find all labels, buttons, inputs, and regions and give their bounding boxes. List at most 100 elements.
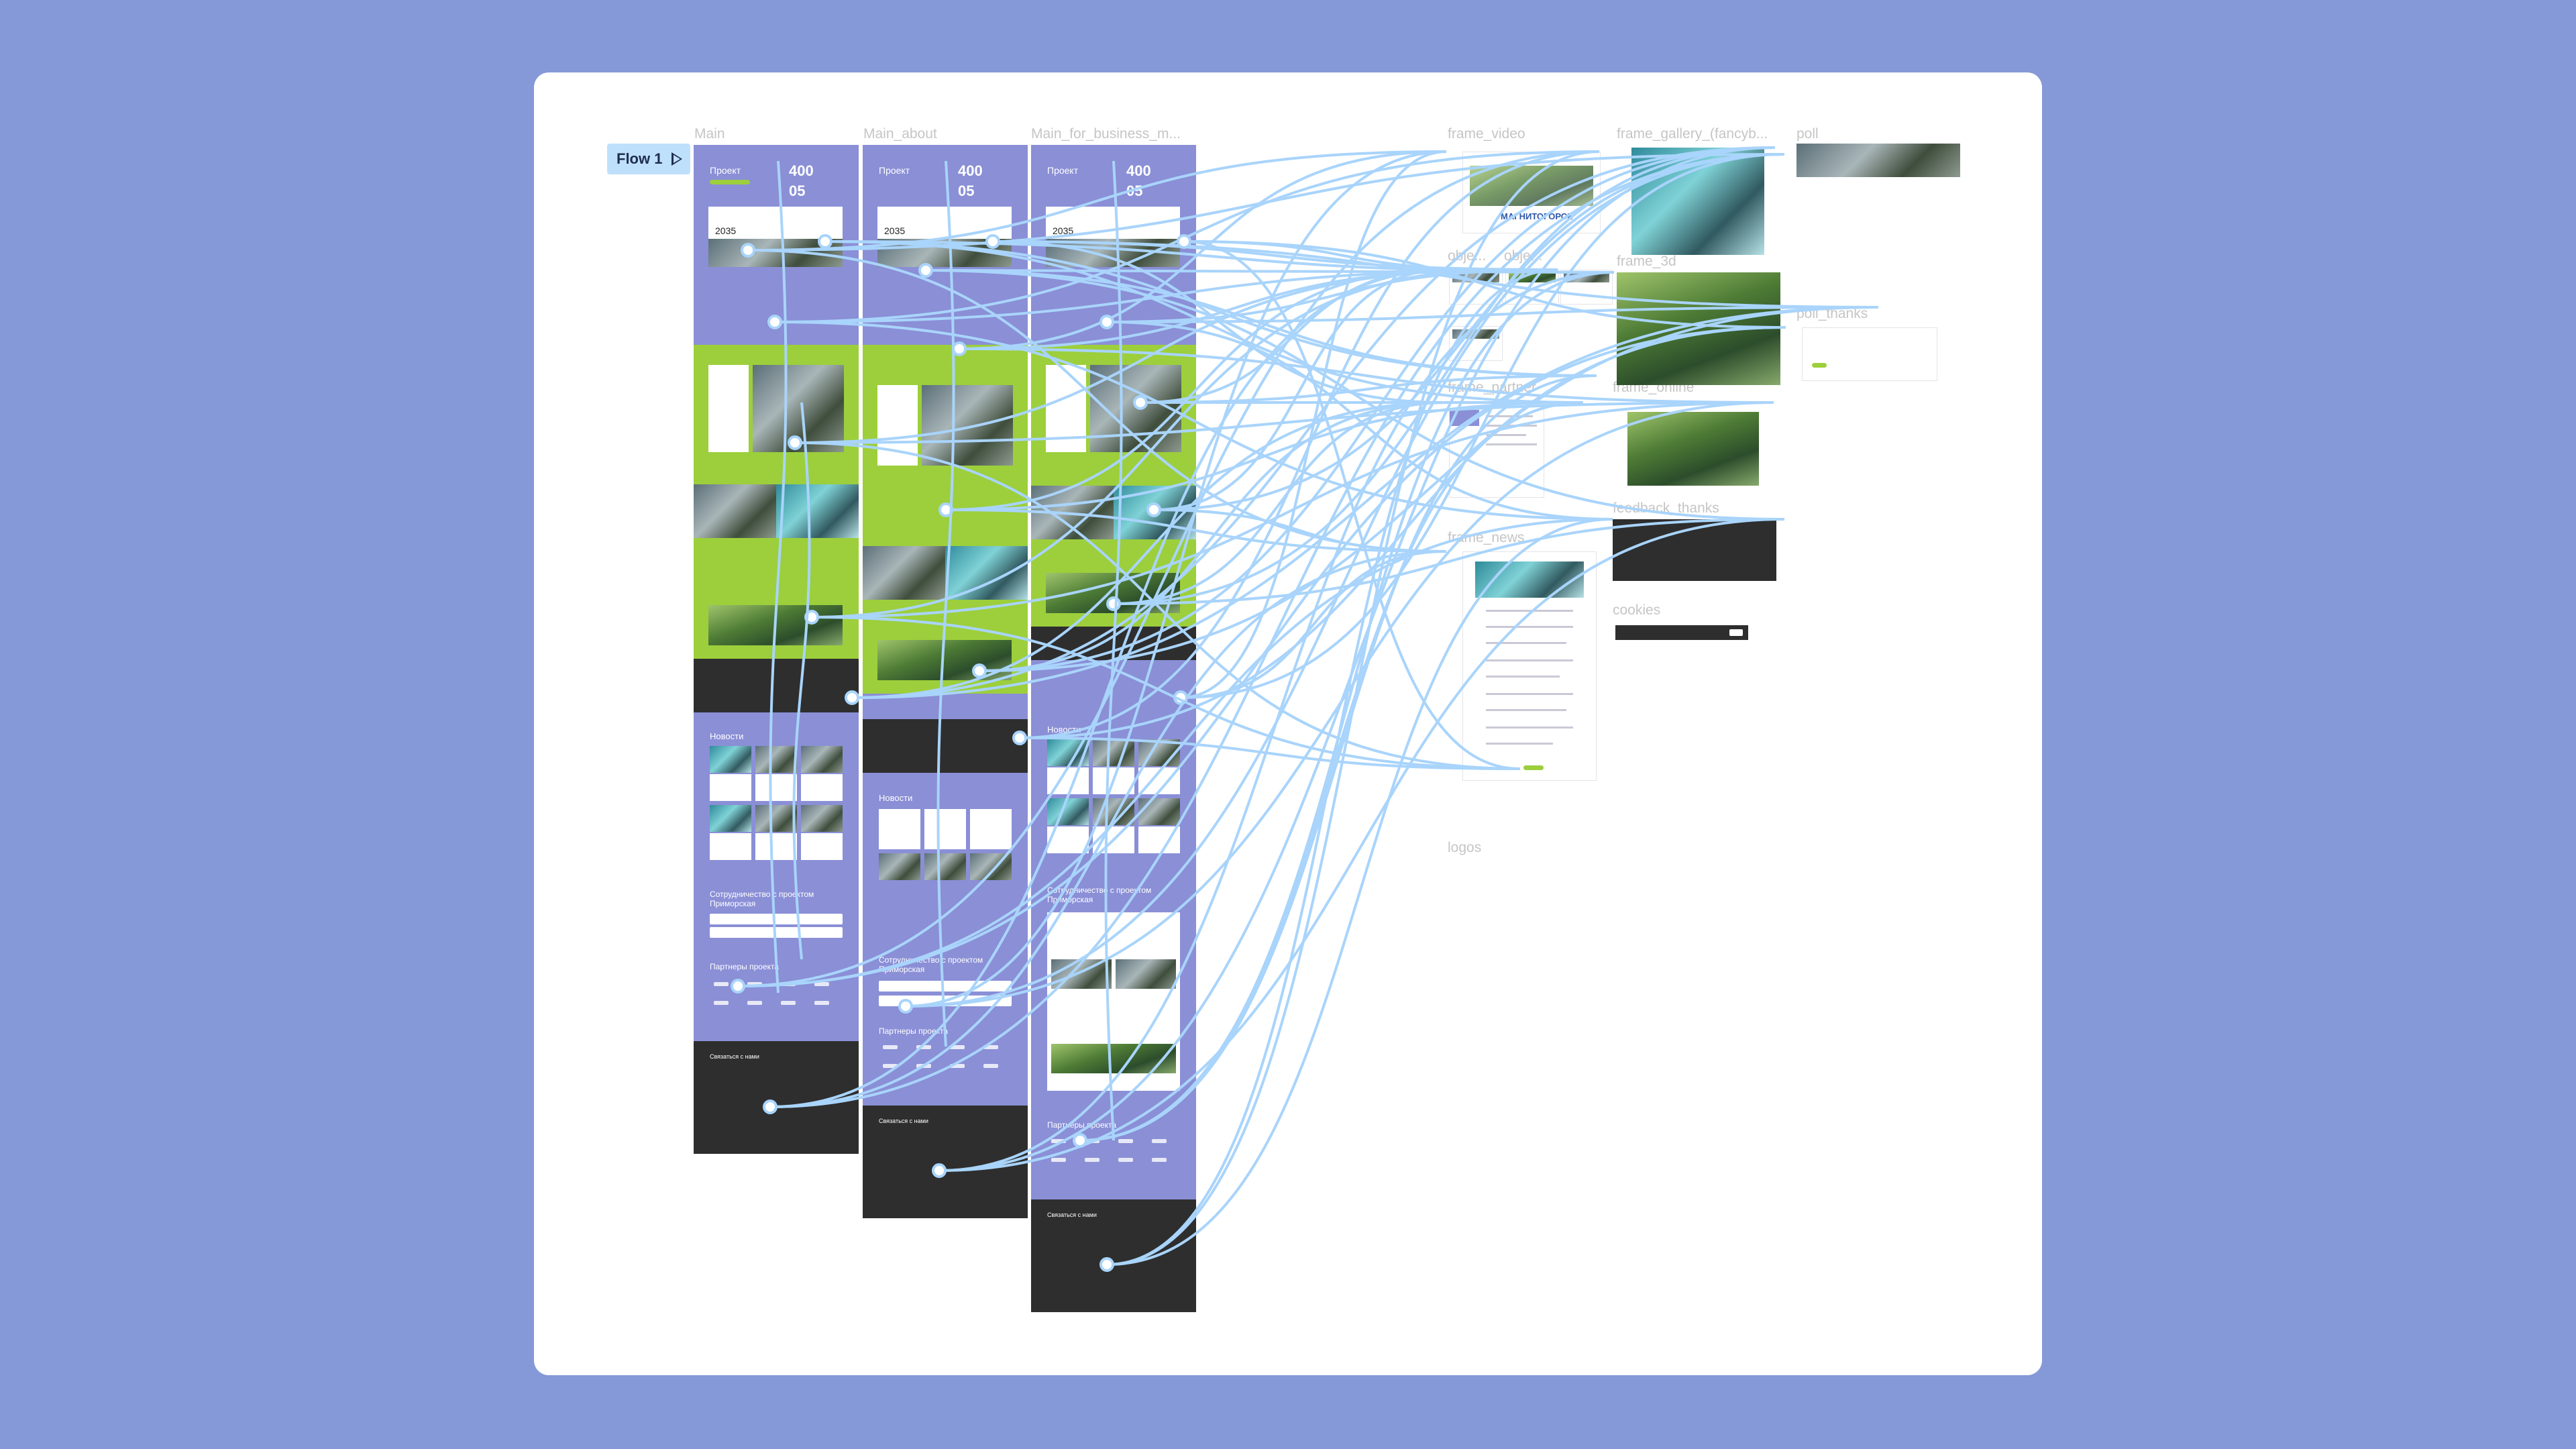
prototype-wire (945, 401, 1584, 511)
poll-thanks-button[interactable] (1812, 363, 1827, 368)
wire-handle[interactable] (818, 234, 833, 249)
cookies-accept-button[interactable] (1729, 629, 1743, 636)
prototype-wire (1113, 518, 1785, 605)
news-heading: Новости (879, 793, 913, 803)
news-card-6[interactable] (801, 833, 843, 860)
coop-field-1[interactable] (879, 981, 1012, 991)
wire-handle[interactable] (741, 243, 755, 258)
stat-05: 05 (958, 182, 975, 199)
wire-handle[interactable] (972, 663, 987, 678)
prototype-wire (747, 150, 1447, 252)
section-dark-1 (694, 659, 859, 712)
wire-handle[interactable] (952, 341, 967, 356)
wire-handle[interactable] (788, 435, 802, 450)
partner-logo (1051, 1158, 1066, 1162)
stat-05: 05 (789, 182, 806, 199)
footer: Связаться с нами (1031, 1199, 1196, 1312)
frame-label-logos[interactable]: logos (1448, 840, 1482, 855)
news-card-3[interactable] (801, 774, 843, 801)
wire-handle[interactable] (763, 1099, 777, 1114)
frame-label-main[interactable]: Main (694, 126, 725, 142)
prototype-wire (769, 160, 788, 994)
wire-handle[interactable] (767, 315, 782, 329)
prototype-wire (945, 508, 1447, 553)
wire-handle[interactable] (932, 1163, 947, 1178)
frame-label-gallery[interactable]: frame_gallery_(fancyb... (1617, 126, 1768, 142)
prototype-wire (979, 401, 1447, 672)
partner-logo (747, 1001, 762, 1005)
partner-logo (814, 982, 829, 986)
wire-handle[interactable] (1146, 502, 1161, 517)
news-card-2[interactable] (924, 809, 966, 849)
frame-label-obje-2[interactable]: obje... (1504, 248, 1543, 264)
frame-label-feedback-thanks[interactable]: feedback_thanks (1613, 500, 1719, 516)
text-line (1486, 727, 1573, 729)
prototype-wire (1019, 737, 1521, 770)
prototype-wire (905, 153, 1785, 1008)
news-heading: Новости (710, 731, 744, 741)
frame-cookies[interactable] (1615, 625, 1748, 640)
wire-handle[interactable] (1073, 1133, 1087, 1148)
text-line (1486, 626, 1573, 628)
text-line (1486, 693, 1573, 695)
partner-logo (1085, 1158, 1099, 1162)
frame-label-cookies[interactable]: cookies (1613, 602, 1661, 618)
coop-heading: Сотрудничество с проектом Приморская (710, 890, 814, 908)
news-card-4[interactable] (710, 833, 751, 860)
wire-handle[interactable] (898, 999, 913, 1014)
wire-handle[interactable] (918, 263, 933, 278)
wire-handle[interactable] (1012, 731, 1027, 745)
wire-handle[interactable] (1099, 315, 1114, 329)
news-card-5[interactable] (755, 833, 797, 860)
prototype-wire (747, 249, 1447, 553)
hero-title: Проект (879, 165, 910, 176)
news-photo-1 (710, 746, 751, 773)
news-photo-5 (924, 853, 966, 880)
prototype-wire (794, 401, 1774, 444)
frame-label-main-business[interactable]: Main_for_business_m... (1031, 126, 1181, 142)
news-card-2[interactable] (755, 774, 797, 801)
frame-label-poll[interactable]: poll (1796, 126, 1819, 142)
coop-field-1[interactable] (710, 914, 843, 924)
strip-photo-1 (863, 546, 945, 600)
prototype-wire (1140, 374, 1597, 404)
news-card-1[interactable] (879, 809, 920, 849)
prototype-wire (737, 326, 1786, 987)
frame-online[interactable] (1627, 412, 1759, 486)
partner-logo (883, 1045, 898, 1049)
partner-logo (950, 1064, 965, 1068)
frame-label-3d[interactable]: frame_3d (1617, 254, 1676, 269)
news-photo-4 (1047, 798, 1089, 825)
frame-label-video[interactable]: frame_video (1448, 126, 1525, 142)
news-photo-2 (755, 746, 797, 773)
play-icon[interactable] (672, 152, 683, 166)
news-frame-button[interactable] (1523, 765, 1544, 770)
news-photo-6 (801, 805, 843, 832)
news-card-3[interactable] (970, 809, 1012, 849)
prototype-wire (774, 321, 1613, 521)
prototype-wire (1113, 146, 1776, 605)
news-card-1[interactable] (710, 774, 751, 801)
section-dark-1 (863, 719, 1028, 773)
wire-handle[interactable] (731, 979, 745, 994)
frame-poll-thanks[interactable] (1802, 327, 1937, 381)
flow-start-badge[interactable]: Flow 1 (607, 144, 690, 174)
wire-handle[interactable] (1106, 596, 1121, 611)
frame-poll[interactable] (1796, 144, 1960, 286)
hero-year: 2035 (1053, 225, 1074, 236)
wire-handle[interactable] (804, 610, 819, 625)
text-line (1486, 434, 1526, 436)
strip-photo-2 (776, 484, 859, 538)
wire-handle[interactable] (845, 690, 859, 705)
hero-year: 2035 (715, 225, 737, 236)
coop-field-2[interactable] (710, 927, 843, 938)
wire-handle[interactable] (1177, 234, 1191, 249)
prototype-wire (1180, 150, 1447, 699)
strip-photo-1 (694, 484, 776, 538)
prototype-wire (1153, 153, 1785, 511)
frame-label-main-about[interactable]: Main_about (863, 126, 937, 142)
wire-handle[interactable] (1099, 1257, 1114, 1272)
wire-handle[interactable] (1133, 395, 1148, 410)
wire-handle[interactable] (985, 234, 1000, 249)
prototype-wire (851, 306, 1879, 699)
